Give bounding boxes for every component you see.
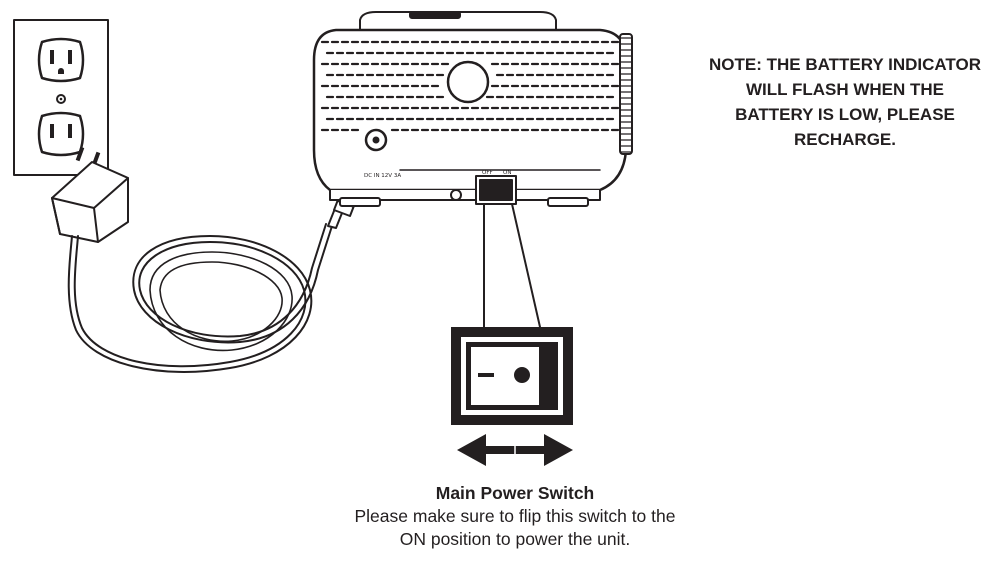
callout-lines — [483, 203, 541, 328]
switch-on-mark: ON — [503, 170, 511, 176]
speaker-grille — [320, 40, 620, 132]
rocker-switch-icon — [451, 327, 573, 425]
power-adapter-icon — [51, 146, 129, 243]
knob-ribs — [620, 37, 632, 153]
battery-note: NOTE: THE BATTERY INDICATOR WILL FLASH W… — [688, 52, 1002, 152]
device-body — [312, 11, 633, 207]
dc-jack-label: DC IN 12V 3A — [364, 173, 401, 179]
caption-line: Please make sure to flip this switch to … — [354, 506, 676, 526]
note-line: BATTERY IS LOW, PLEASE — [735, 105, 955, 124]
device-details — [364, 60, 601, 205]
note-line: WILL FLASH WHEN THE — [746, 80, 944, 99]
power-cable — [67, 223, 333, 373]
note-line: NOTE: THE BATTERY INDICATOR — [709, 55, 981, 74]
caption-title: Main Power Switch — [435, 483, 595, 503]
note-line: RECHARGE. — [793, 130, 896, 149]
wall-outlet-icon — [13, 19, 109, 176]
caption-line: ON position to power the unit. — [399, 529, 631, 549]
double-arrow-icon — [457, 434, 573, 466]
switch-caption: Main Power Switch Please make sure to fl… — [300, 482, 730, 551]
switch-off-mark: OFF — [482, 170, 493, 176]
